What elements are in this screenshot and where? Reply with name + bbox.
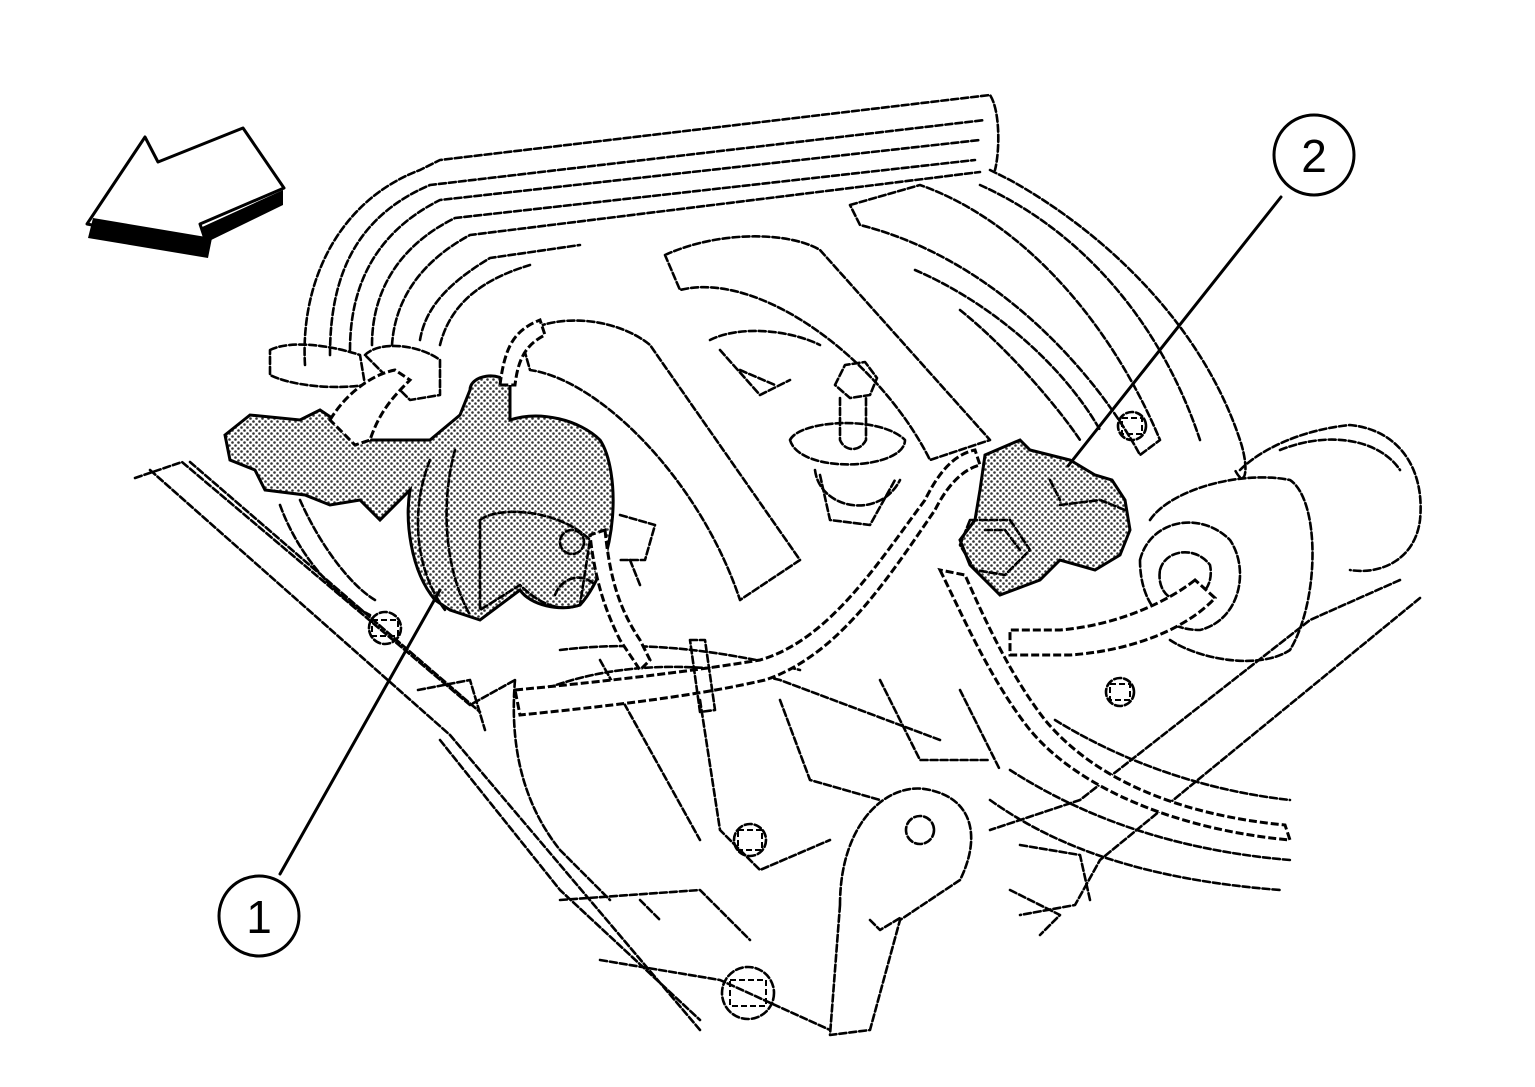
bolt-icon (720, 965, 776, 1021)
bolt-icon (1116, 410, 1148, 442)
leader-line-2 (1066, 195, 1283, 468)
component-2 (958, 438, 1132, 597)
callout-1-label: 1 (246, 891, 272, 943)
bolt-icon (732, 822, 768, 858)
bolt-icon (1104, 676, 1136, 708)
body-frame (133, 460, 1422, 1032)
callout-1: 1 (217, 874, 301, 958)
lifting-bracket (828, 787, 973, 1037)
air-duct (1008, 423, 1422, 663)
intake-manifold (303, 93, 1247, 902)
callout-2: 2 (1272, 113, 1356, 197)
leader-line-1 (278, 588, 442, 876)
bolt-icon (367, 610, 403, 646)
component-1 (223, 343, 657, 622)
center-stud (788, 360, 907, 527)
front-direction-arrow (85, 126, 286, 258)
callout-2-label: 2 (1301, 130, 1327, 182)
leader-lines (278, 195, 1283, 876)
hoses (498, 318, 1293, 892)
